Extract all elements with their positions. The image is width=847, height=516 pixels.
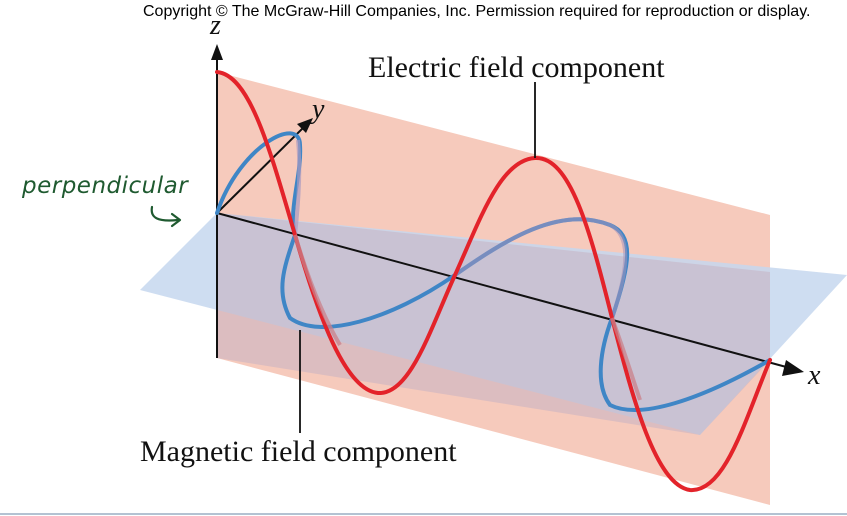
x-axis [216, 212, 791, 369]
z-axis-label: z [209, 10, 221, 41]
electric-field-label: Electric field component [368, 51, 665, 84]
magnetic-field-label: Magnetic field component [140, 435, 457, 468]
perpendicular-annotation: perpendicular [21, 173, 189, 199]
annotation-arrowhead [170, 212, 182, 228]
y-axis-label: y [309, 94, 325, 125]
electric-field-wave-faded [293, 234, 342, 347]
x-axis-label: x [807, 360, 821, 391]
magnetic-field-wave-faded-2 [453, 217, 628, 319]
copyright-notice: Copyright © The McGraw-Hill Companies, I… [143, 3, 810, 20]
x-axis-arrowhead [782, 360, 804, 376]
y-axis [216, 124, 307, 214]
annotation-arrow [150, 205, 180, 222]
z-axis-arrowhead [211, 44, 223, 60]
electric-field-wave-faded-2 [610, 317, 642, 401]
magnetic-field-wave-faded [293, 139, 302, 236]
y-axis-arrowhead [297, 118, 313, 133]
